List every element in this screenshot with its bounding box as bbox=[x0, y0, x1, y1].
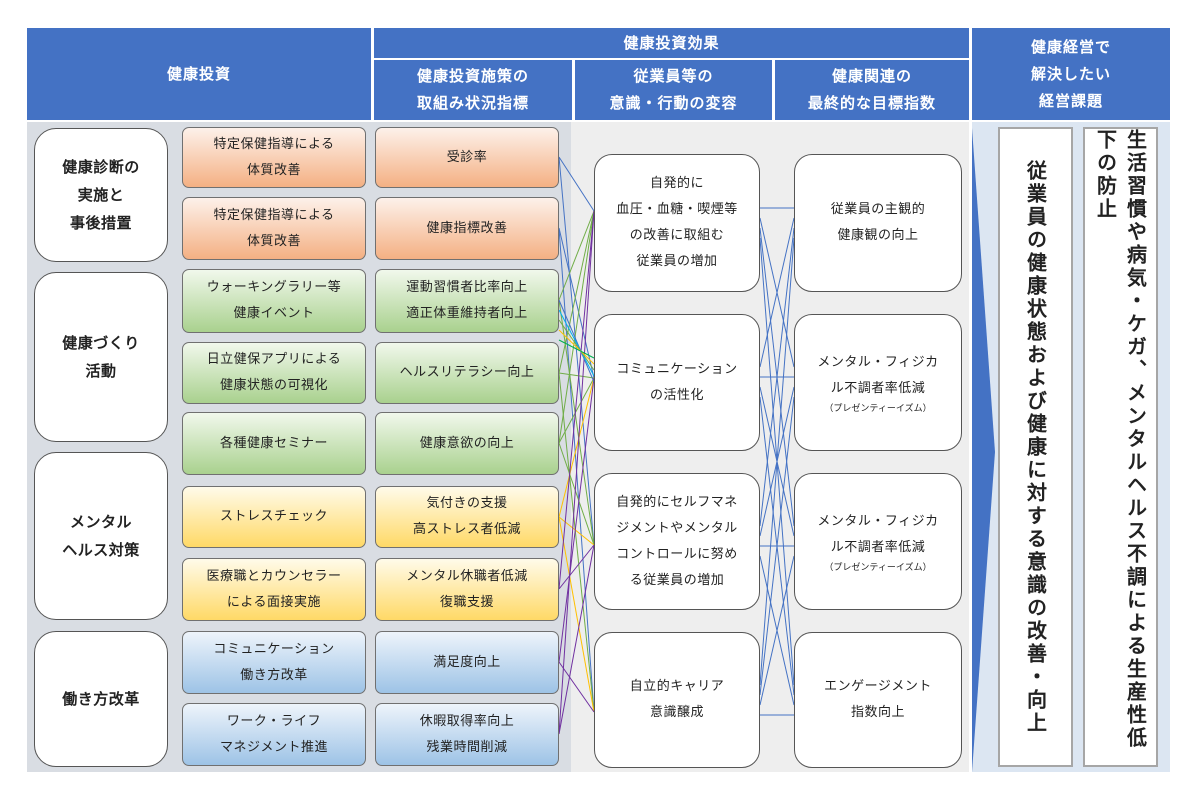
connector-line bbox=[558, 299, 595, 383]
connector-line bbox=[558, 210, 595, 374]
connector-line bbox=[558, 299, 595, 546]
measure-health-app: 日立健保アプリによる 健康状態の可視化 bbox=[182, 342, 366, 404]
connector-line bbox=[558, 442, 595, 546]
goal-note: （プレゼンティーイズム） bbox=[824, 403, 932, 414]
category-work-style: 働き方改革 bbox=[34, 631, 168, 767]
connector-line bbox=[558, 516, 595, 713]
behavior-career: 自立的キャリア 意識醸成 bbox=[594, 632, 760, 768]
indicator-leave-overtime: 休暇取得率向上 残業時間削減 bbox=[375, 703, 559, 766]
header-effects: 健康投資効果 bbox=[374, 28, 969, 58]
indicator-stress-reduction: 気付きの支援 高ストレス者低減 bbox=[375, 486, 559, 548]
connector-line bbox=[759, 555, 795, 706]
indicator-health-index: 健康指標改善 bbox=[375, 197, 559, 260]
indicator-exercise-habit: 運動習慣者比率向上 適正体重維持者向上 bbox=[375, 269, 559, 333]
outcome-health-improvement: 従業員の健康状態および健康に対する意識の改善・向上 bbox=[998, 127, 1073, 767]
connector-line bbox=[558, 210, 595, 301]
connector-line bbox=[558, 210, 595, 735]
category-health-checkup: 健康診断の 実施と 事後措置 bbox=[34, 128, 168, 262]
connector-line bbox=[558, 210, 595, 590]
goal-label: エンゲージメント 指数向上 bbox=[824, 679, 932, 720]
connector-line bbox=[558, 319, 595, 371]
measure-counseling: 医療職とカウンセラー による面接実施 bbox=[182, 558, 366, 621]
connector-line bbox=[558, 156, 595, 212]
indicator-exam-rate: 受診率 bbox=[375, 127, 559, 188]
measure-health-seminar: 各種健康セミナー bbox=[182, 412, 366, 475]
header-management: 健康経営で 解決したい 経営課題 bbox=[972, 28, 1170, 120]
indicator-satisfaction: 満足度向上 bbox=[375, 631, 559, 694]
connector-line bbox=[759, 237, 795, 686]
header-investment: 健康投資 bbox=[27, 28, 371, 120]
goal-label: メンタル・フィジカ ル不調者率低減 bbox=[817, 513, 939, 555]
behavior-self-improvement: 自発的に 血圧・血糖・喫煙等 の改善に取組む 従業員の増加 bbox=[594, 154, 760, 292]
indicator-health-literacy: ヘルスリテラシー向上 bbox=[375, 342, 559, 404]
goal-note: （プレゼンティーイズム） bbox=[824, 562, 932, 573]
connector-line bbox=[558, 377, 595, 518]
outcome-productivity: 生活習慣や病気・ケガ、メンタルヘルス不調による生産性低下の防止 bbox=[1083, 127, 1158, 767]
connector-line bbox=[558, 309, 595, 377]
measure-stress-check: ストレスチェック bbox=[182, 486, 366, 548]
connector-line bbox=[558, 372, 595, 379]
goal-label: メンタル・フィジカ ル不調者率低減 bbox=[817, 354, 939, 396]
measure-specific-guidance-2: 特定保健指導による 体質改善 bbox=[182, 197, 366, 260]
measure-work-life: ワーク・ライフ マネジメント推進 bbox=[182, 703, 366, 766]
goal-engagement: エンゲージメント 指数向上 bbox=[794, 632, 962, 768]
connector-line bbox=[558, 377, 595, 444]
connector-line bbox=[759, 396, 795, 696]
header-indicators: 健康投資施策の 取組み状況指標 bbox=[374, 60, 572, 120]
header-behavior: 従業員等の 意識・行動の変容 bbox=[575, 60, 772, 120]
measure-walking-rally: ウォーキングラリー等 健康イベント bbox=[182, 269, 366, 333]
connector-line bbox=[558, 210, 595, 444]
header-goals: 健康関連の 最終的な目標指数 bbox=[775, 60, 969, 120]
measure-communication-reform: コミュニケーション 働き方改革 bbox=[182, 631, 366, 694]
goal-presenteeism-1: メンタル・フィジカ ル不調者率低減 （プレゼンティーイズム） bbox=[794, 314, 962, 451]
connector-line bbox=[558, 377, 595, 663]
indicator-mental-leave: メンタル休職者低減 復職支援 bbox=[375, 558, 559, 621]
connector-line bbox=[759, 217, 795, 368]
connector-line bbox=[558, 227, 595, 379]
category-health-promotion: 健康づくり 活動 bbox=[34, 272, 168, 442]
category-mental-health: メンタル ヘルス対策 bbox=[34, 452, 168, 620]
indicator-health-motivation: 健康意欲の向上 bbox=[375, 412, 559, 475]
behavior-self-management: 自発的にセルフマネ ジメントやメンタル コントロールに努め る従業員の増加 bbox=[594, 473, 760, 610]
connector-line bbox=[558, 339, 595, 359]
connector-line bbox=[558, 329, 595, 365]
connector-line bbox=[558, 544, 595, 735]
connector-line bbox=[759, 227, 795, 527]
goal-subjective-health: 従業員の主観的 健康観の向上 bbox=[794, 154, 962, 292]
connector-line bbox=[558, 156, 595, 546]
connector-line bbox=[558, 544, 595, 590]
measure-specific-guidance-1: 特定保健指導による 体質改善 bbox=[182, 127, 366, 188]
behavior-communication: コミュニケーション の活性化 bbox=[594, 314, 760, 451]
connector-line bbox=[558, 661, 595, 713]
goal-label: 従業員の主観的 健康観の向上 bbox=[830, 202, 926, 243]
goal-presenteeism-2: メンタル・フィジカ ル不調者率低減 （プレゼンティーイズム） bbox=[794, 473, 962, 610]
connector-line bbox=[558, 372, 595, 713]
